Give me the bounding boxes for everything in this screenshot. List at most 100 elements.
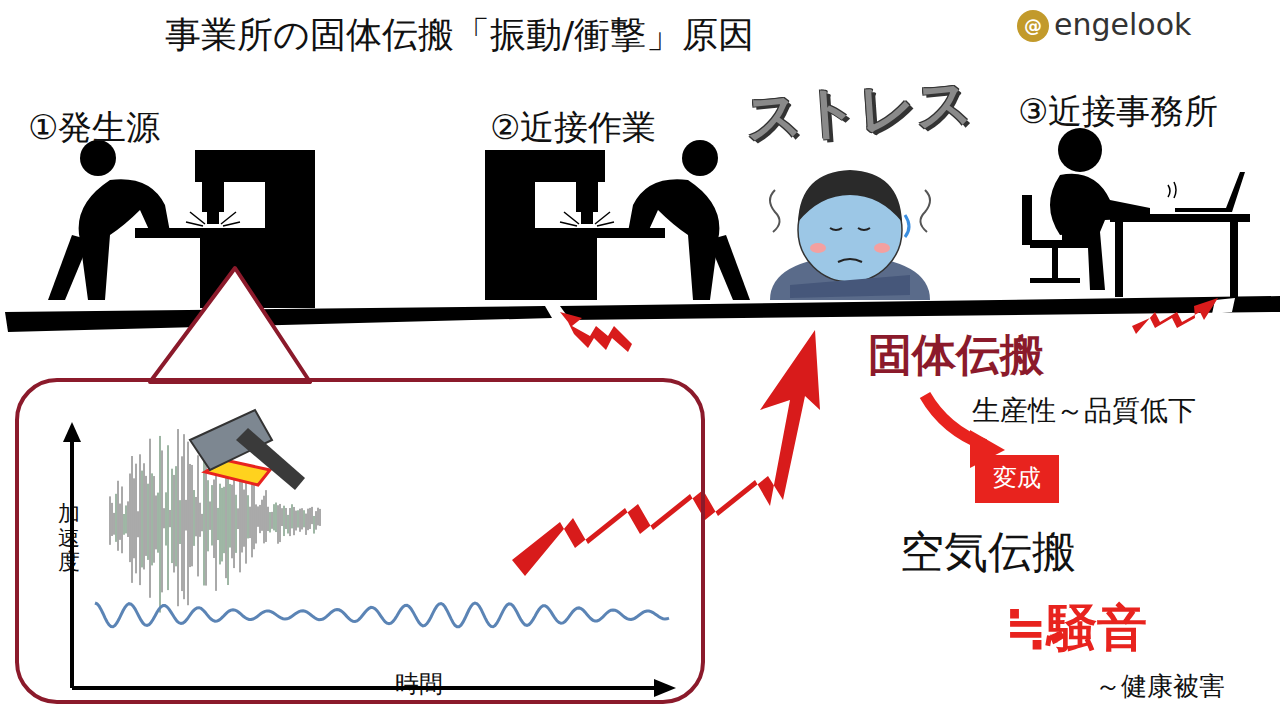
waveform-stroke bbox=[252, 485, 253, 558]
waveform-stroke bbox=[172, 469, 173, 563]
waveform-stroke bbox=[260, 505, 261, 533]
transmission-label: 空気伝搬 bbox=[900, 527, 1076, 578]
waveform-stroke bbox=[198, 455, 199, 576]
callout-pointer bbox=[150, 268, 310, 382]
sine-waveform bbox=[95, 603, 669, 627]
axis-label: 時間 bbox=[389, 671, 449, 699]
waveform-stroke bbox=[190, 464, 191, 567]
waveform-stroke bbox=[186, 500, 187, 531]
station-label: ①発生源 bbox=[28, 108, 160, 147]
process-box: 変成 bbox=[975, 455, 1059, 503]
worker bbox=[628, 140, 750, 300]
waveform-stroke bbox=[226, 470, 227, 578]
waveform-stroke bbox=[320, 509, 321, 526]
waveform-stroke bbox=[180, 500, 181, 544]
waveform-stroke bbox=[212, 485, 213, 545]
waveform-stroke bbox=[210, 501, 211, 529]
office-worker bbox=[1022, 128, 1250, 297]
waveform-stroke bbox=[176, 466, 177, 566]
motion-lines bbox=[1168, 182, 1176, 198]
waveform-stroke bbox=[144, 463, 145, 569]
waveform-stroke bbox=[152, 473, 153, 565]
waveform-stroke bbox=[268, 507, 269, 531]
waveform-stroke bbox=[154, 476, 155, 563]
waveform-stroke bbox=[298, 510, 299, 527]
waveform-stroke bbox=[302, 508, 303, 529]
waveform-stroke bbox=[262, 500, 263, 531]
transmission-label: 固体伝搬 bbox=[868, 330, 1044, 381]
waveform-stroke bbox=[246, 477, 247, 564]
waveform-stroke bbox=[208, 480, 209, 551]
waveform-stroke bbox=[272, 512, 273, 529]
vibration-arrow bbox=[512, 298, 1218, 576]
stress-text: ストレス bbox=[743, 70, 975, 150]
waveform-stroke bbox=[182, 456, 183, 591]
waveform-stroke bbox=[146, 476, 147, 556]
waveform-stroke bbox=[286, 508, 287, 529]
waveform-stroke bbox=[236, 495, 237, 553]
waveform-stroke bbox=[292, 504, 293, 528]
station-label: ②近接作業 bbox=[490, 108, 656, 147]
waveform-stroke bbox=[290, 508, 291, 536]
waveform-stroke bbox=[222, 488, 223, 562]
spark bbox=[560, 212, 614, 226]
axis-arrow bbox=[63, 422, 81, 442]
waveform-stroke bbox=[224, 487, 225, 553]
waveform-stroke bbox=[114, 513, 115, 535]
stressed-person bbox=[770, 170, 930, 300]
waveform-stroke bbox=[162, 450, 163, 592]
waveform-stroke bbox=[218, 508, 219, 540]
floor bbox=[5, 306, 552, 332]
waveform-stroke bbox=[250, 507, 251, 538]
waveform-stroke bbox=[314, 516, 315, 534]
waveform-stroke bbox=[248, 495, 249, 538]
waveform-stroke bbox=[254, 484, 255, 549]
waveform-stroke bbox=[244, 490, 245, 547]
waveform-stroke bbox=[242, 481, 243, 553]
waveform-stroke bbox=[170, 510, 171, 527]
waveform-stroke bbox=[116, 494, 117, 542]
waveform-stroke bbox=[160, 436, 161, 613]
waveform-stroke bbox=[270, 512, 271, 532]
waveform-stroke bbox=[120, 504, 121, 540]
waveform-stroke bbox=[158, 493, 159, 553]
worker bbox=[48, 140, 170, 300]
waveform-stroke bbox=[274, 504, 275, 530]
waveform-stroke bbox=[124, 514, 125, 535]
waveform-stroke bbox=[308, 509, 309, 530]
waveform-stroke bbox=[192, 465, 193, 566]
waveform-stroke bbox=[178, 429, 179, 606]
waveform-stroke bbox=[188, 442, 189, 606]
waveform-stroke bbox=[288, 515, 289, 534]
waveform-stroke bbox=[276, 503, 277, 533]
logo-text: engelook bbox=[1054, 8, 1191, 43]
waveform-stroke bbox=[256, 504, 257, 543]
effect-label: 生産性～品質低下 bbox=[972, 395, 1196, 427]
waveform-stroke bbox=[122, 486, 123, 553]
waveform-stroke bbox=[174, 475, 175, 573]
waveform-stroke bbox=[280, 504, 281, 542]
waveform-stroke bbox=[202, 514, 203, 531]
waveform-stroke bbox=[164, 508, 165, 528]
waveform-stroke bbox=[306, 514, 307, 535]
waveform-stroke bbox=[282, 508, 283, 526]
waveform-stroke bbox=[130, 474, 131, 563]
waveform-stroke bbox=[220, 484, 221, 565]
waveform-stroke bbox=[304, 510, 305, 527]
waveform-stroke bbox=[234, 478, 235, 569]
station-label: ③近接事務所 bbox=[1018, 92, 1218, 131]
waveform-stroke bbox=[232, 485, 233, 559]
waveform-stroke bbox=[126, 505, 127, 533]
waveform-stroke bbox=[132, 456, 133, 583]
logo-mark: @ bbox=[1024, 15, 1042, 36]
axis bbox=[72, 440, 655, 688]
waveform-stroke bbox=[140, 454, 141, 585]
waveform-stroke bbox=[238, 508, 239, 529]
waveform-stroke bbox=[110, 496, 111, 544]
waveform-stroke bbox=[284, 506, 285, 536]
waveform-stroke bbox=[196, 497, 197, 536]
waveform-stroke bbox=[230, 484, 231, 548]
waveform-stroke bbox=[148, 484, 149, 560]
waveform-stroke bbox=[200, 503, 201, 537]
